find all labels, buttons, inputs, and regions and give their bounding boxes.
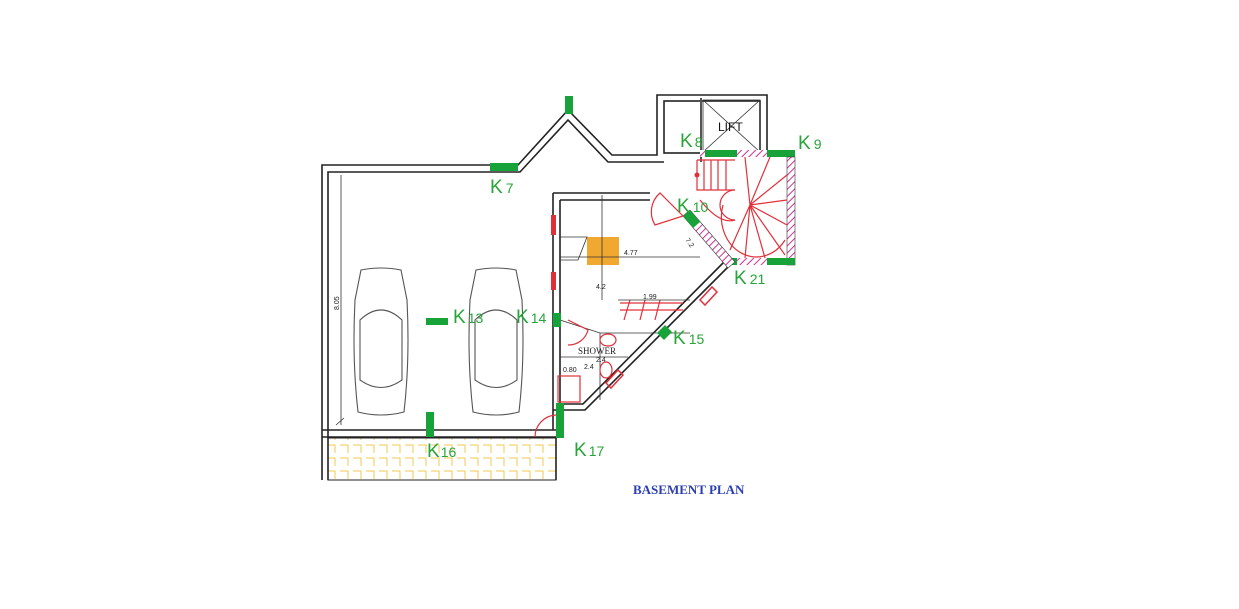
column-k13 (426, 318, 448, 325)
diagonal-wall (650, 192, 736, 269)
exterior-walls (321, 94, 768, 480)
dimension-4-2: 4.2 (596, 284, 606, 291)
dimension-0-80: 0.80 (563, 367, 577, 374)
spiral-staircase (694, 150, 796, 266)
dimension-8-05: 8.05 (334, 296, 341, 310)
label-k16: K16 (427, 441, 456, 462)
column-k17 (556, 403, 564, 438)
column-k14 (553, 313, 561, 327)
plan-title: BASEMENT PLAN (633, 482, 745, 497)
car-left (353, 267, 409, 416)
column-k7 (490, 163, 518, 171)
car-right (468, 267, 524, 416)
dimension-7-2: 7.2 (683, 237, 694, 249)
shower-label: SHOWER (578, 346, 616, 356)
dimension-2-4-horizontal: 2.4 (596, 357, 606, 364)
storage-room (551, 195, 700, 300)
dimension-4-77: 4.77 (624, 250, 638, 257)
column-k15 (657, 325, 672, 340)
dimension-2-4-vertical: 2.4 (584, 364, 594, 371)
paving-area (327, 437, 557, 481)
column-k6 (565, 96, 573, 114)
lift-label: LIFT (718, 120, 743, 134)
column-k16 (426, 412, 434, 437)
dimension-1-99: 1.99 (643, 294, 657, 301)
bathroom (534, 285, 719, 438)
